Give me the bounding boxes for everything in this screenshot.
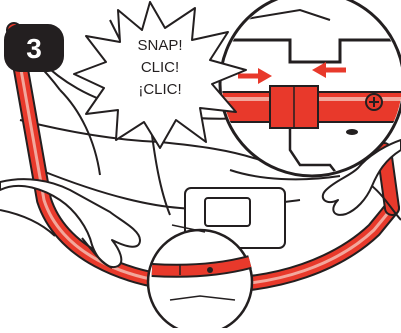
step-number: 3 <box>26 33 42 64</box>
detail-circle-large <box>218 0 401 178</box>
arrow-right-icon <box>238 68 272 84</box>
left-hand <box>0 178 141 269</box>
screw-icon <box>365 93 383 111</box>
snap-callout: SNAP! CLIC! ¡CLIC! <box>73 1 247 149</box>
step-badge: 3 <box>4 24 64 72</box>
right-hand <box>321 139 401 221</box>
callout-line-2: CLIC! <box>141 59 179 76</box>
arrow-left-icon <box>312 62 346 78</box>
callout-line-3: ¡CLIC! <box>138 81 181 98</box>
callout-line-1: SNAP! <box>137 37 182 54</box>
screw-icon <box>207 267 213 273</box>
detail-circle-small <box>146 224 254 333</box>
